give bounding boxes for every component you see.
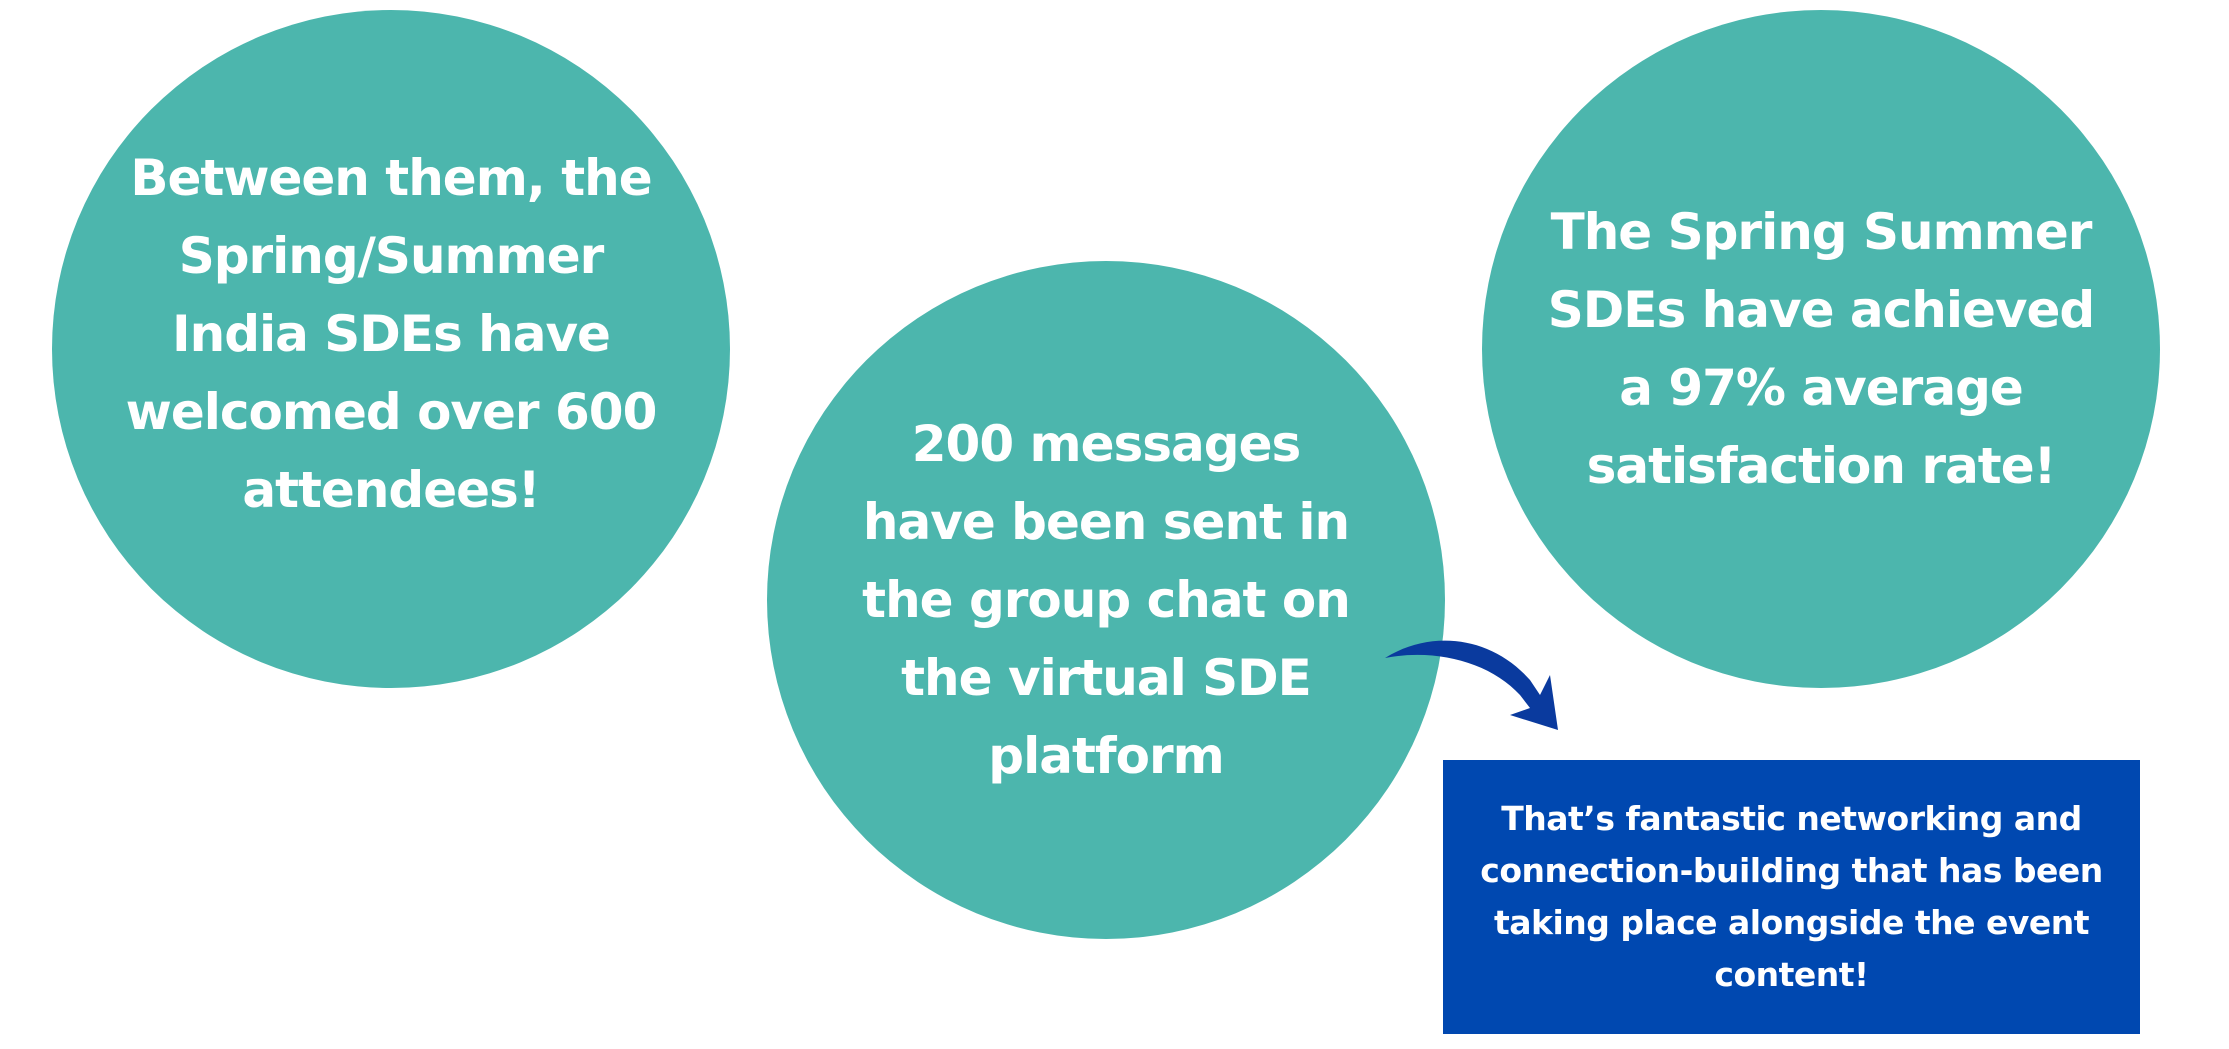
curved-arrow-body xyxy=(1385,640,1558,730)
curved-arrow-icon xyxy=(1385,640,1558,730)
stat-text-satisfaction: The Spring Summer SDEs have achieved a 9… xyxy=(1547,203,2095,495)
stat-circle-satisfaction: The Spring Summer SDEs have achieved a 9… xyxy=(1482,10,2160,688)
stat-text-attendees: Between them, the Spring/Summer India SD… xyxy=(125,149,658,519)
callout-box: That’s fantastic networking and connecti… xyxy=(1443,760,2140,1034)
stat-circle-messages: 200 messages have been sent in the group… xyxy=(767,261,1445,939)
callout-text: That’s fantastic networking and connecti… xyxy=(1480,799,2103,994)
stat-circle-attendees: Between them, the Spring/Summer India SD… xyxy=(52,10,730,688)
stat-text-messages: 200 messages have been sent in the group… xyxy=(862,415,1351,785)
